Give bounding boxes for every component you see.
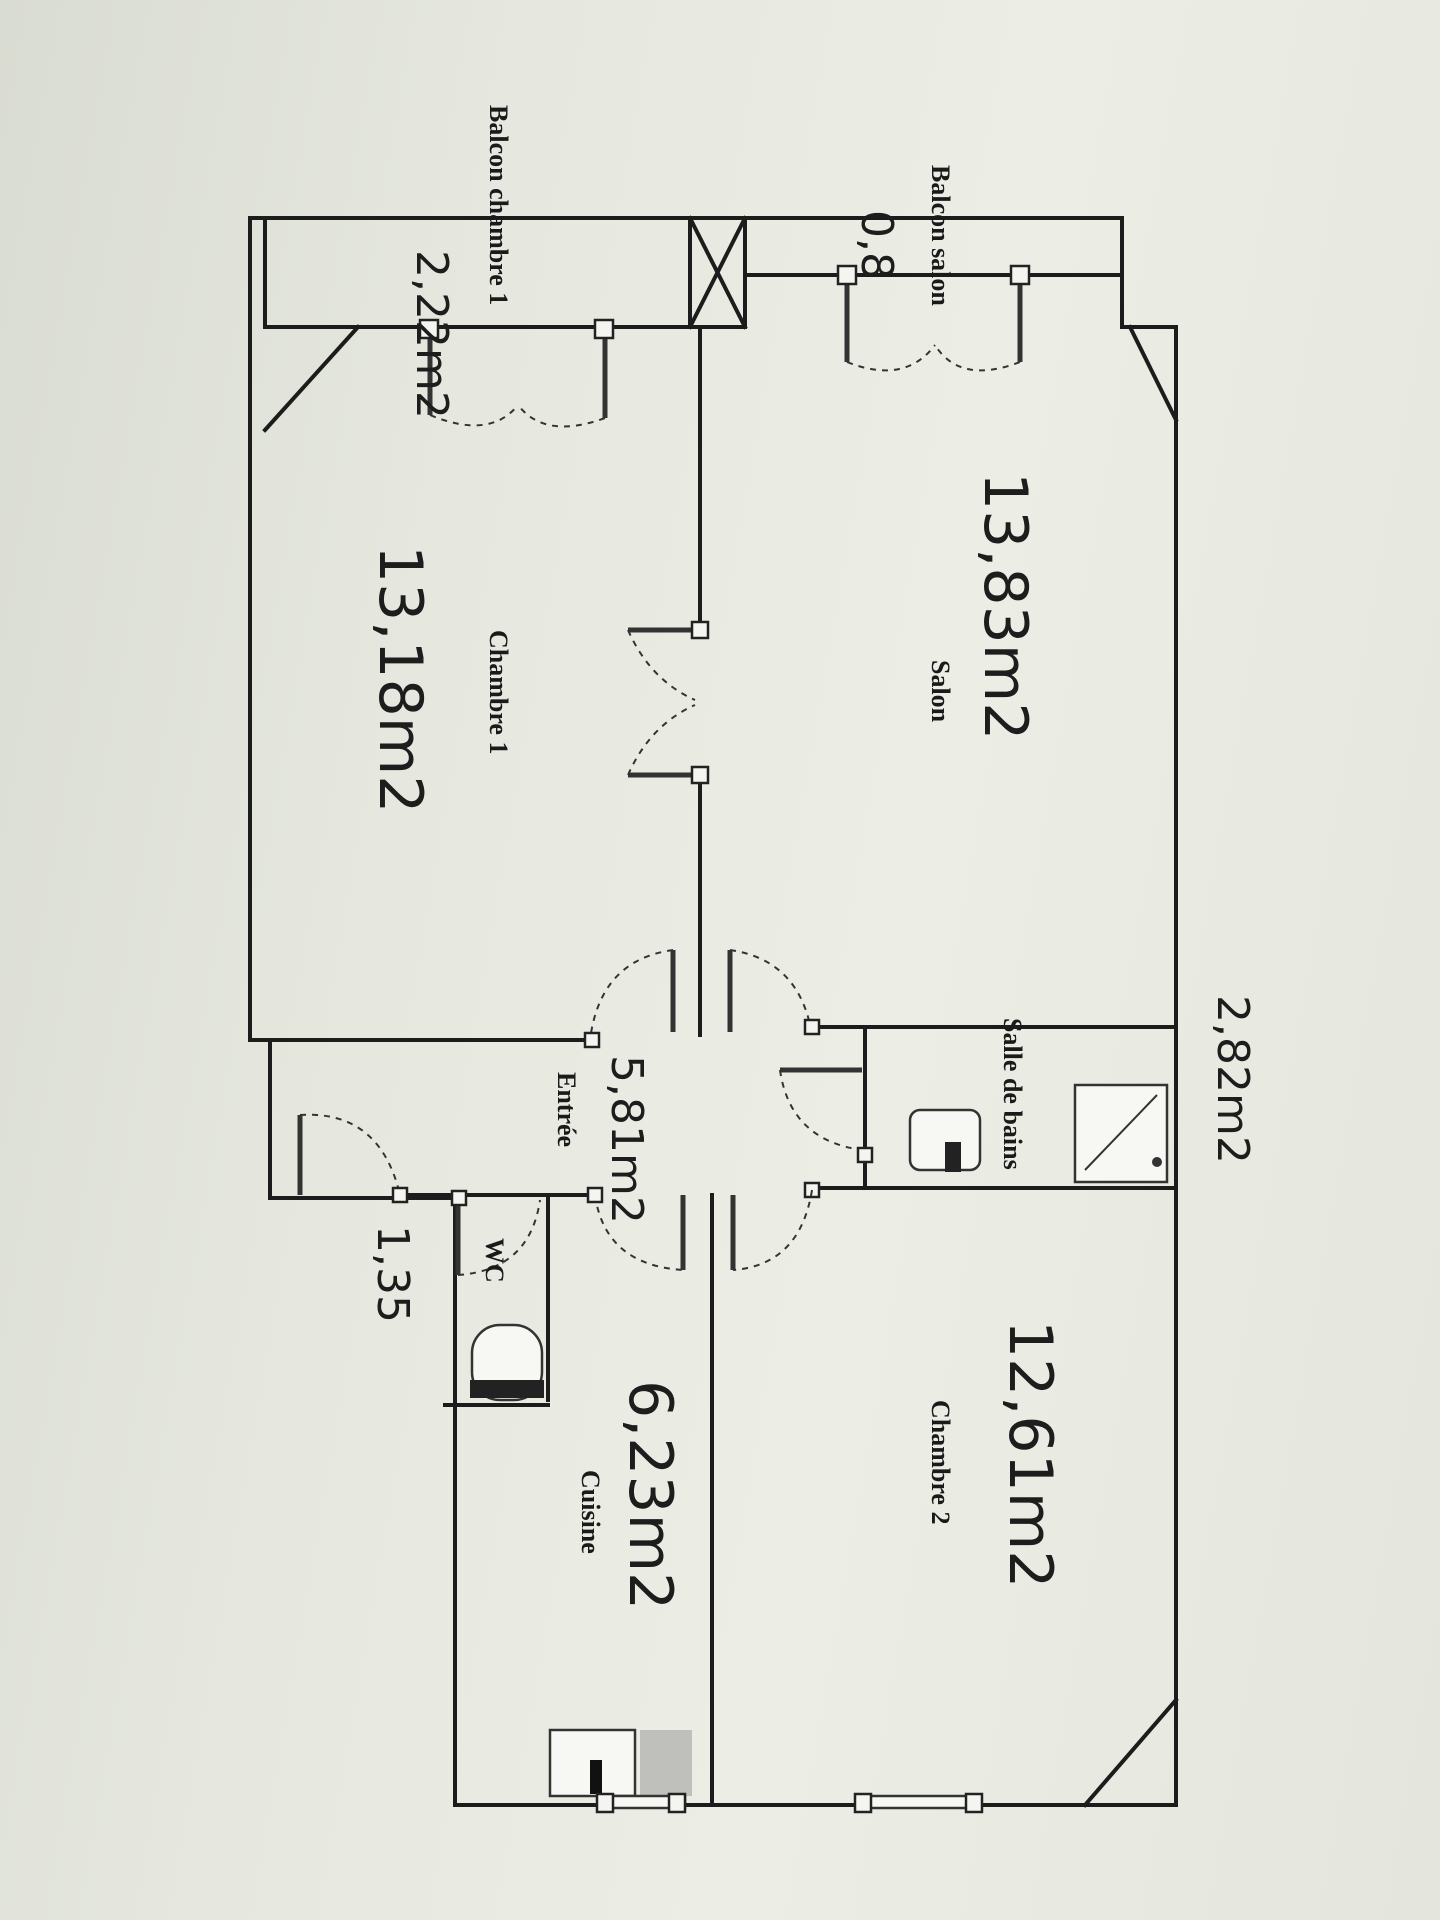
shaft-box: [688, 216, 747, 329]
hinge: [583, 1031, 601, 1049]
label-chambre1: Chambre 1: [484, 630, 513, 754]
area-chambre1: 13,18m2: [365, 545, 435, 813]
hinge: [593, 318, 615, 340]
area-cuisine: 6,23m2: [615, 1380, 685, 1610]
window: [860, 1794, 979, 1810]
corner-diag-tr: [1127, 324, 1179, 423]
hinge: [586, 1186, 604, 1204]
label-sdb: Salle de bains: [998, 1018, 1027, 1170]
hinge: [856, 1146, 874, 1164]
note-balcon-salon: 0,8: [851, 210, 902, 280]
label-balcon-chambre: Balcon chambre 1: [484, 105, 513, 305]
hinge: [391, 1186, 409, 1204]
hinge: [418, 318, 440, 340]
doors: [297, 264, 1031, 1276]
hinge: [690, 620, 710, 640]
corner-diag-tl: [262, 324, 361, 433]
area-wc: 1,35: [367, 1225, 418, 1323]
shaft-cross-b: [687, 215, 748, 330]
area-balcon-chambre: 2,22m2: [406, 250, 457, 419]
label-salon: Salon: [926, 660, 955, 723]
area-chambre2: 12,61m2: [995, 1320, 1065, 1588]
printed-labels: Balcon chambre 1 Balcon salon Chambre 1 …: [480, 105, 1027, 1554]
hinge: [836, 264, 858, 286]
label-cuisine: Cuisine: [576, 1470, 605, 1554]
corner-diag-br: [1082, 1697, 1179, 1808]
label-wc: WC: [480, 1238, 509, 1283]
hinge: [1009, 264, 1031, 286]
fixtures: [470, 1083, 1169, 1814]
hinge: [450, 1189, 468, 1207]
handwritten-areas: 2,22m2 0,8 13,18m2 13,83m2 5,81m2 2,82m2…: [365, 210, 1258, 1610]
area-salon: 13,83m2: [970, 472, 1040, 740]
hinge: [803, 1018, 821, 1036]
walls: [248, 215, 1179, 1808]
label-entree: Entrée: [552, 1072, 581, 1147]
label-chambre2: Chambre 2: [926, 1400, 955, 1524]
hinge: [690, 765, 710, 785]
area-sdb: 2,82m2: [1207, 995, 1258, 1164]
outer-wall: [248, 216, 1178, 1807]
label-balcon-salon: Balcon salon: [926, 165, 955, 306]
area-entree: 5,81m2: [601, 1055, 652, 1224]
stove: [640, 1730, 692, 1796]
